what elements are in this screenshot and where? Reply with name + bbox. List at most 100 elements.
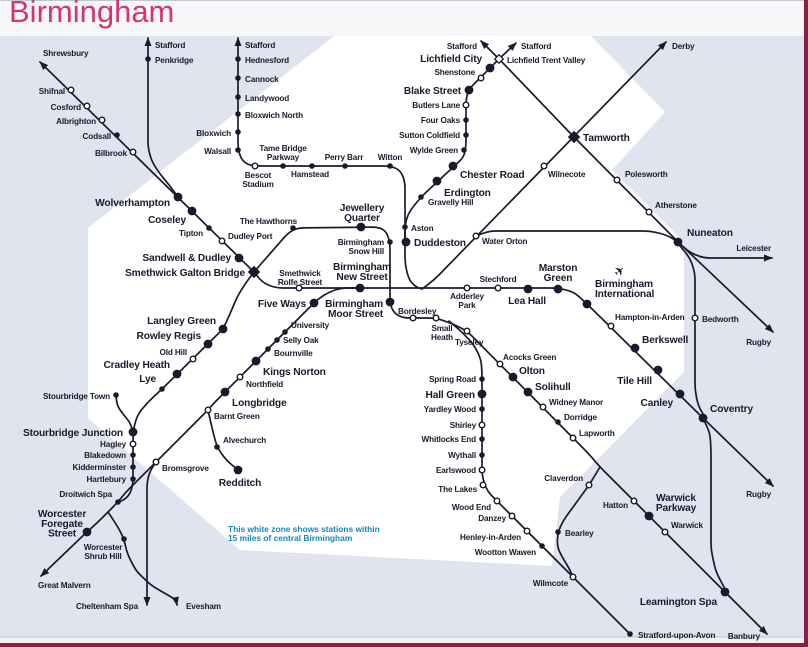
station-bescot-stadium — [251, 162, 259, 170]
station-label-lapworth-line: Lapworth — [579, 429, 615, 438]
station-label-spring-road: Spring Road — [429, 375, 476, 384]
line-water-orton-nuneaton — [475, 230, 679, 243]
station-label-lapworth: Lapworth — [579, 429, 615, 438]
station-label-bournville: Bournville — [274, 349, 313, 358]
station-label-stechford: Stechford — [480, 275, 517, 284]
station-langley-green — [218, 324, 228, 334]
station-label-cannock: Cannock — [245, 75, 279, 84]
line-snow-hill-leamington — [253, 226, 768, 635]
station-bedworth — [691, 314, 699, 322]
station-label-wilmcote: Wilmcote — [533, 579, 569, 588]
direction-label-banbury-9: Banbury — [728, 632, 761, 641]
station-label-duddeston-line: Duddeston — [414, 238, 466, 249]
direction-label-rugby-7-line: Rugby — [746, 338, 771, 347]
station-hampton-in-arden — [607, 322, 615, 330]
station-label-hednesford-line: Hednesford — [245, 56, 289, 65]
station-label-the-hawthorns-line: The Hawthorns — [240, 217, 298, 226]
station-label-smethwick-galton-bridge-line: Smethwick Galton Bridge — [125, 268, 245, 279]
station-canley — [675, 389, 685, 399]
station-label-coventry-line: Coventry — [710, 404, 753, 415]
station-label-bromsgrove: Bromsgrove — [162, 464, 209, 473]
station-label-sandwell-dudley: Sandwell & Dudley — [142, 253, 231, 264]
station-label-codsall-line: Codsall — [82, 132, 111, 141]
station-wythall — [479, 452, 485, 458]
station-label-walsall: Walsall — [204, 147, 231, 156]
station-label-small-heath-line: Heath — [431, 333, 453, 342]
station-smethwick-galton-bridge — [247, 265, 261, 279]
station-wilmcote — [569, 573, 577, 581]
station-label-lea-hall-line: Lea Hall — [508, 296, 546, 307]
station-smethwick-rolfe-street — [295, 284, 303, 292]
station-label-sandwell-dudley-line: Sandwell & Dudley — [142, 253, 231, 264]
station-erdington — [432, 176, 442, 186]
station-tame-bridge-parkway — [280, 163, 286, 169]
station-label-acocks-green-line: Acocks Green — [503, 353, 556, 362]
station-duddeston — [401, 237, 411, 247]
station-label-birmingham-international-line: International — [595, 289, 654, 300]
station-label-hartlebury-line: Hartlebury — [87, 475, 127, 484]
direction-label-leicester-6: Leicester — [736, 244, 772, 253]
station-label-butlers-lane: Butlers Lane — [412, 101, 460, 110]
station-label-tyseley: Tyseley — [455, 338, 484, 347]
station-label-coseley-line: Coseley — [148, 215, 187, 226]
station-label-selly-oak: Selly Oak — [283, 336, 319, 345]
station-nuneaton — [673, 237, 683, 247]
direction-label-shrewsbury-0-line: Shrewsbury — [43, 49, 89, 58]
station-label-shirley: Shirley — [450, 421, 477, 430]
station-label-cradley-heath-line: Cradley Heath — [103, 360, 170, 371]
station-label-university-line: University — [291, 321, 330, 330]
direction-label-rugby-7: Rugby — [746, 338, 771, 347]
station-label-longbridge-line: Longbridge — [232, 398, 287, 409]
station-whitlocks-end — [479, 436, 485, 442]
station-label-water-orton: Water Orton — [482, 237, 528, 246]
station-label-stourbridge-junction-line: Stourbridge Junction — [23, 428, 123, 439]
station-label-erdington: Erdington — [444, 188, 491, 199]
station-label-duddeston: Duddeston — [414, 238, 466, 249]
direction-label-great-malvern-10-line: Great Malvern — [38, 581, 91, 590]
station-label-wilmcote-line: Wilmcote — [533, 579, 569, 588]
station-label-blake-street-line: Blake Street — [404, 86, 462, 97]
station-dudley-port — [218, 237, 226, 245]
station-rowley-regis — [203, 339, 213, 349]
station-label-tame-bridge-parkway-line: Parkway — [267, 153, 300, 162]
station-stourbridge-junction — [128, 427, 138, 437]
station-label-university: University — [291, 321, 330, 330]
white-zone-note-line: This white zone shows stations within — [228, 524, 380, 534]
direction-label-cheltenham-spa-11-line: Cheltenham Spa — [76, 602, 139, 611]
direction-label-derby-5-line: Derby — [672, 42, 695, 51]
station-label-bloxwich-north: Bloxwich North — [245, 111, 303, 120]
station-label-stratford-upon-avon: Stratford-upon-Avon — [638, 631, 715, 640]
station-label-whitlocks-end: Whitlocks End — [422, 435, 477, 444]
station-stechford — [494, 284, 502, 292]
station-hall-green — [477, 389, 487, 399]
station-label-the-lakes-line: The Lakes — [438, 485, 477, 494]
station-label-bloxwich-north-line: Bloxwich North — [245, 111, 303, 120]
station-shifnal — [67, 86, 75, 94]
station-label-canley: Canley — [640, 398, 673, 409]
direction-label-rugby-8-line: Rugby — [746, 490, 771, 499]
station-coseley — [187, 206, 197, 216]
station-label-wilnecote-line: Wilnecote — [548, 170, 586, 179]
station-jewellery-quarter — [356, 222, 366, 232]
station-label-bloxwich: Bloxwich — [196, 129, 231, 138]
station-label-bordesley: Bordesley — [398, 307, 437, 316]
station-label-tipton-line: Tipton — [179, 229, 203, 238]
station-label-smethwick-galton-bridge: Smethwick Galton Bridge — [125, 268, 245, 279]
station-label-kidderminster-line: Kidderminster — [72, 463, 127, 472]
station-label-sutton-coldfield-line: Sutton Coldfield — [399, 131, 460, 140]
station-label-stourbridge-town-line: Stourbridge Town — [43, 392, 110, 401]
direction-label-evesham-12: Evesham — [186, 602, 221, 611]
station-label-butlers-lane-line: Butlers Lane — [412, 101, 460, 110]
station-label-tile-hill: Tile Hill — [617, 376, 652, 387]
station-label-walsall-line: Walsall — [204, 147, 231, 156]
station-label-perry-barr: Perry Barr — [325, 153, 365, 162]
station-label-tile-hill-line: Tile Hill — [617, 376, 652, 387]
line-worcester-evesham — [107, 511, 179, 606]
station-old-hill — [189, 355, 197, 363]
station-label-wolverhampton-line: Wolverhampton — [95, 198, 170, 209]
station-label-water-orton-line: Water Orton — [482, 237, 528, 246]
station-label-longbridge: Longbridge — [232, 398, 287, 409]
station-label-solihull: Solihull — [535, 382, 571, 393]
